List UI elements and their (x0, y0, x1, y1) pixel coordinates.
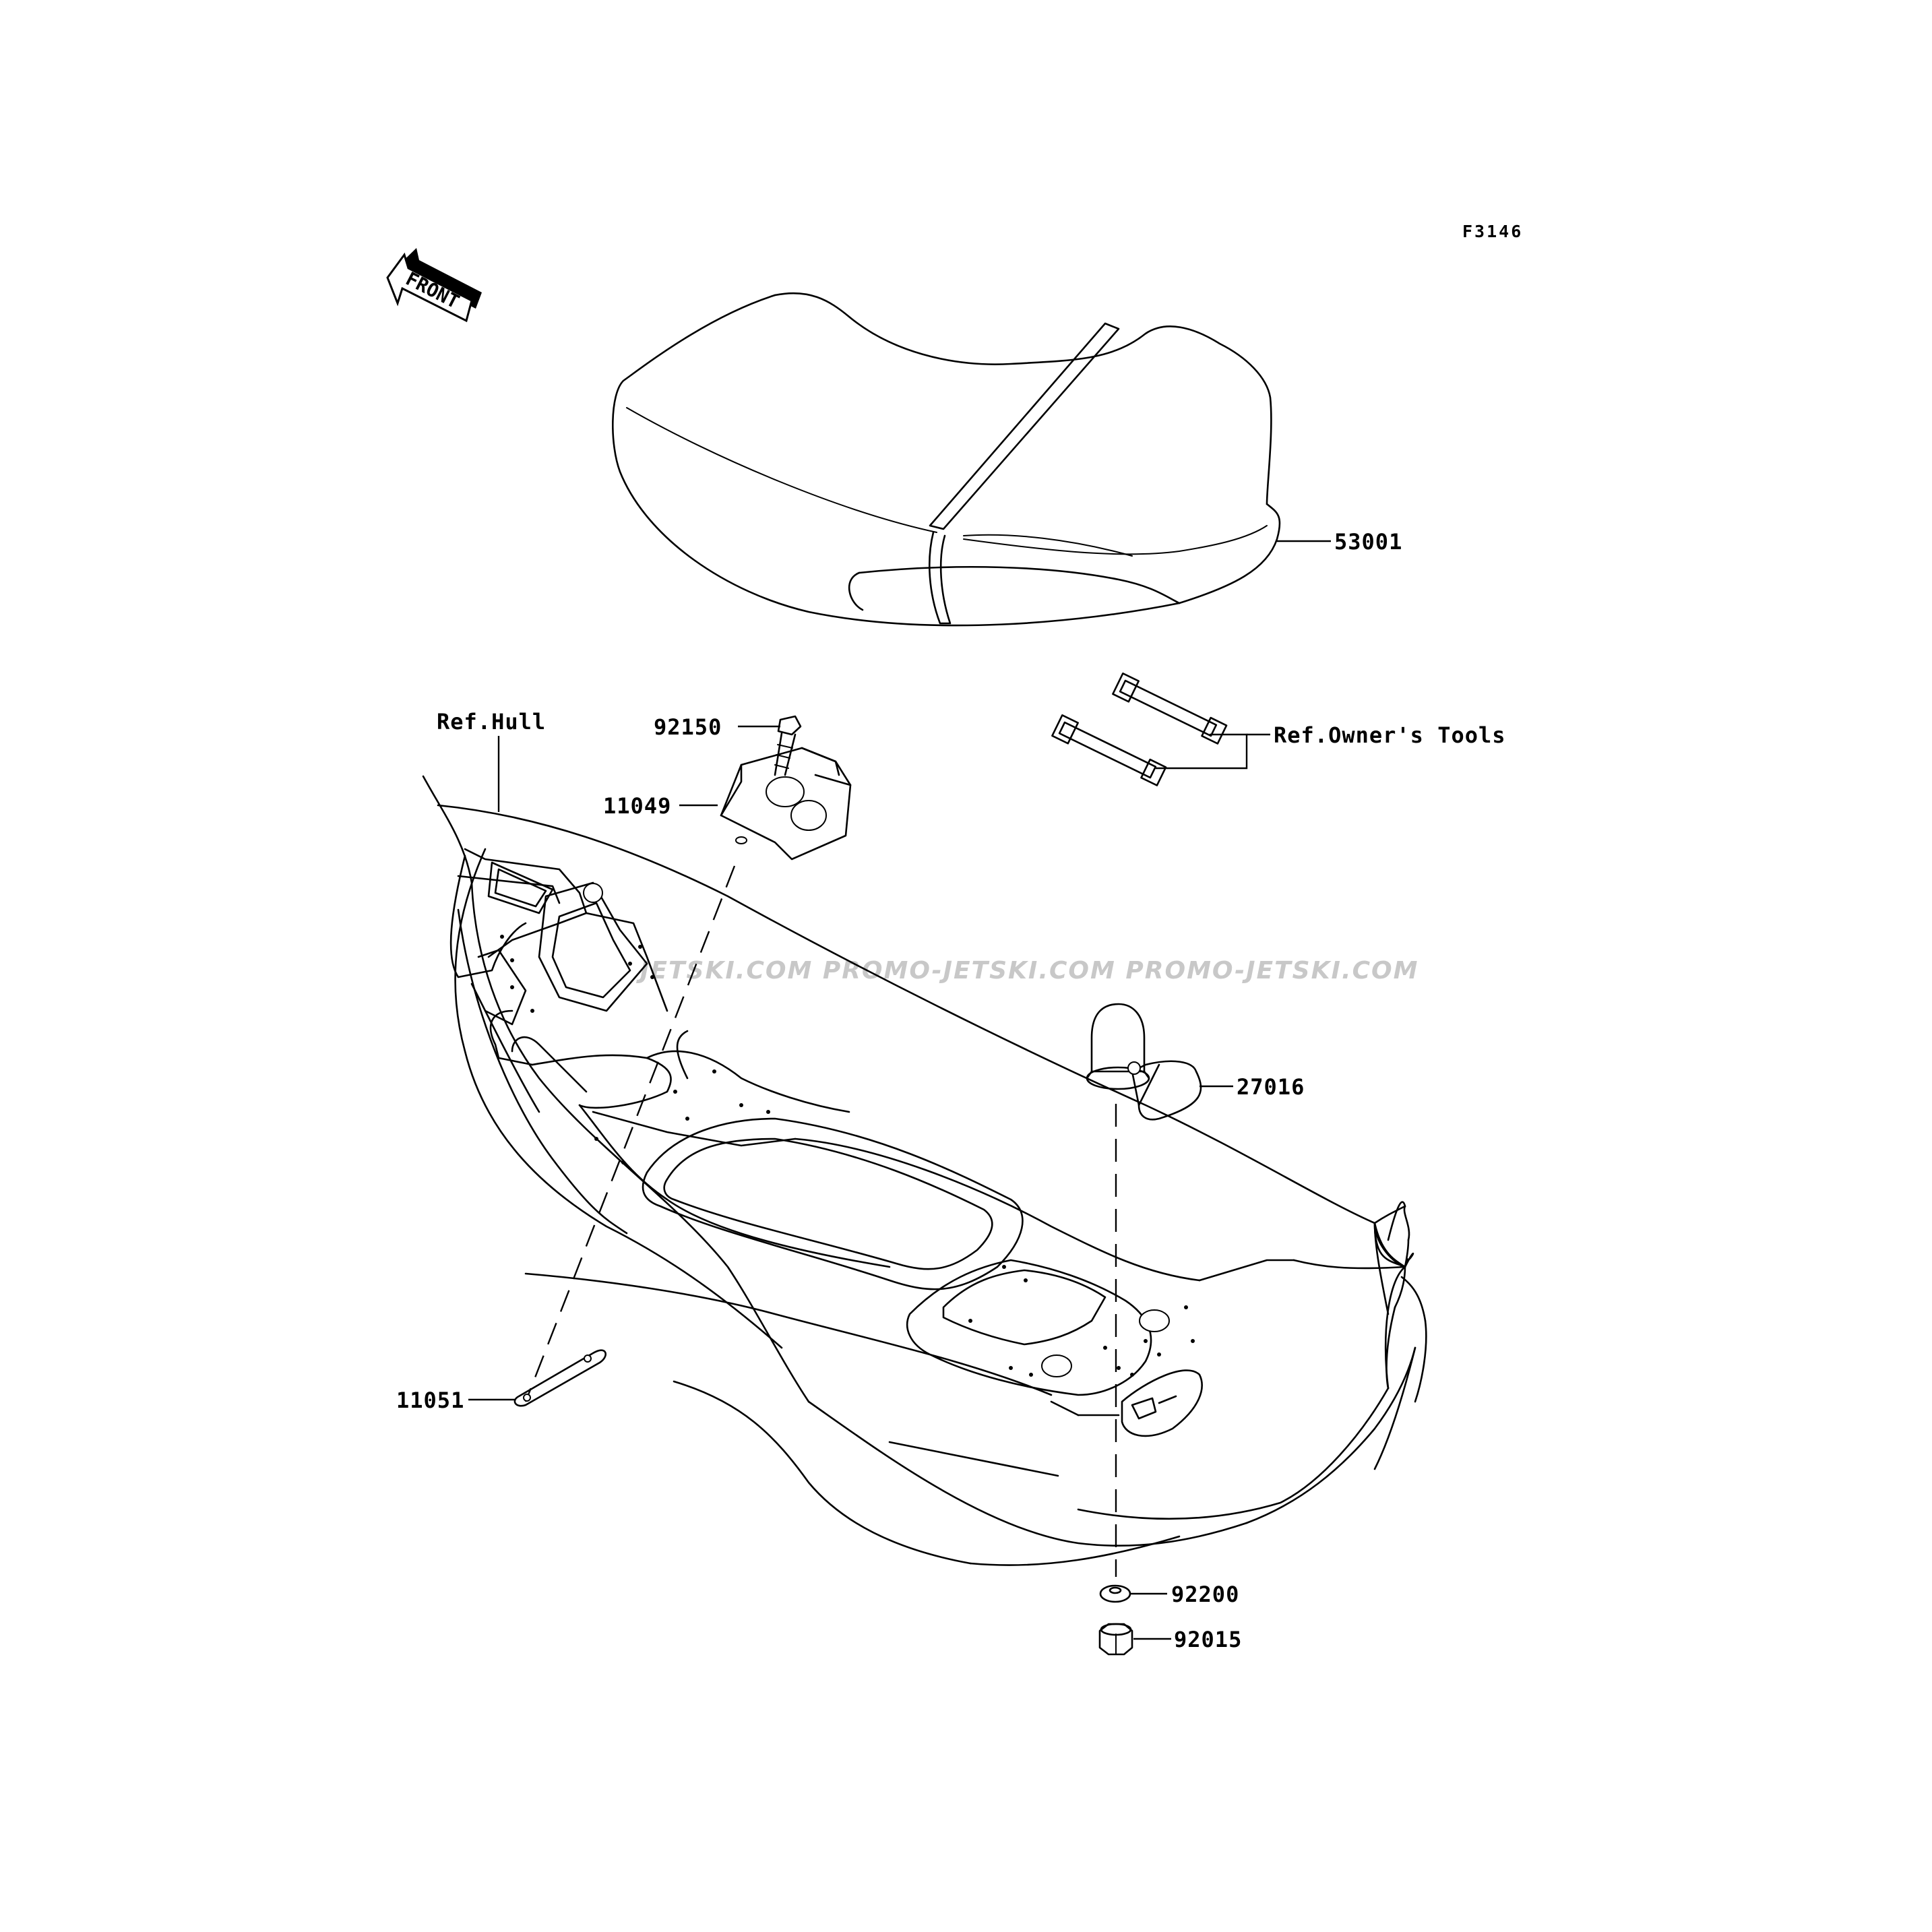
seat (612, 292, 1281, 627)
bracket-assembly (720, 715, 852, 861)
front-arrow-icon: FRONT (386, 248, 482, 323)
cap-part-number: 27016 (1237, 1074, 1305, 1100)
bracket (720, 747, 852, 861)
nut-part-number: 92015 (1174, 1627, 1242, 1652)
washer (1099, 1584, 1131, 1603)
cap (1086, 1003, 1202, 1121)
seat-part-number: 53001 (1334, 529, 1402, 555)
hull-deck (449, 848, 1295, 1477)
nut (1098, 1623, 1133, 1656)
tool-straps (1051, 673, 1228, 786)
bracket-part-number: 11049 (603, 793, 671, 819)
figure-code: F3146 (1462, 222, 1523, 241)
watermark: JETSKI.COM PROMO-JETSKI.COM PROMO-JETSKI… (636, 957, 1419, 985)
ref-owners-tools-label: Ref.Owner's Tools (1274, 722, 1506, 748)
washer-part-number: 92200 (1171, 1582, 1239, 1607)
bolt (774, 715, 802, 776)
ref-hull-label: Ref.Hull (437, 709, 546, 735)
bolt-part-number: 92150 (654, 714, 722, 740)
hull (422, 775, 1427, 1566)
plate (513, 1349, 606, 1407)
plate-part-number: 11051 (396, 1388, 464, 1413)
